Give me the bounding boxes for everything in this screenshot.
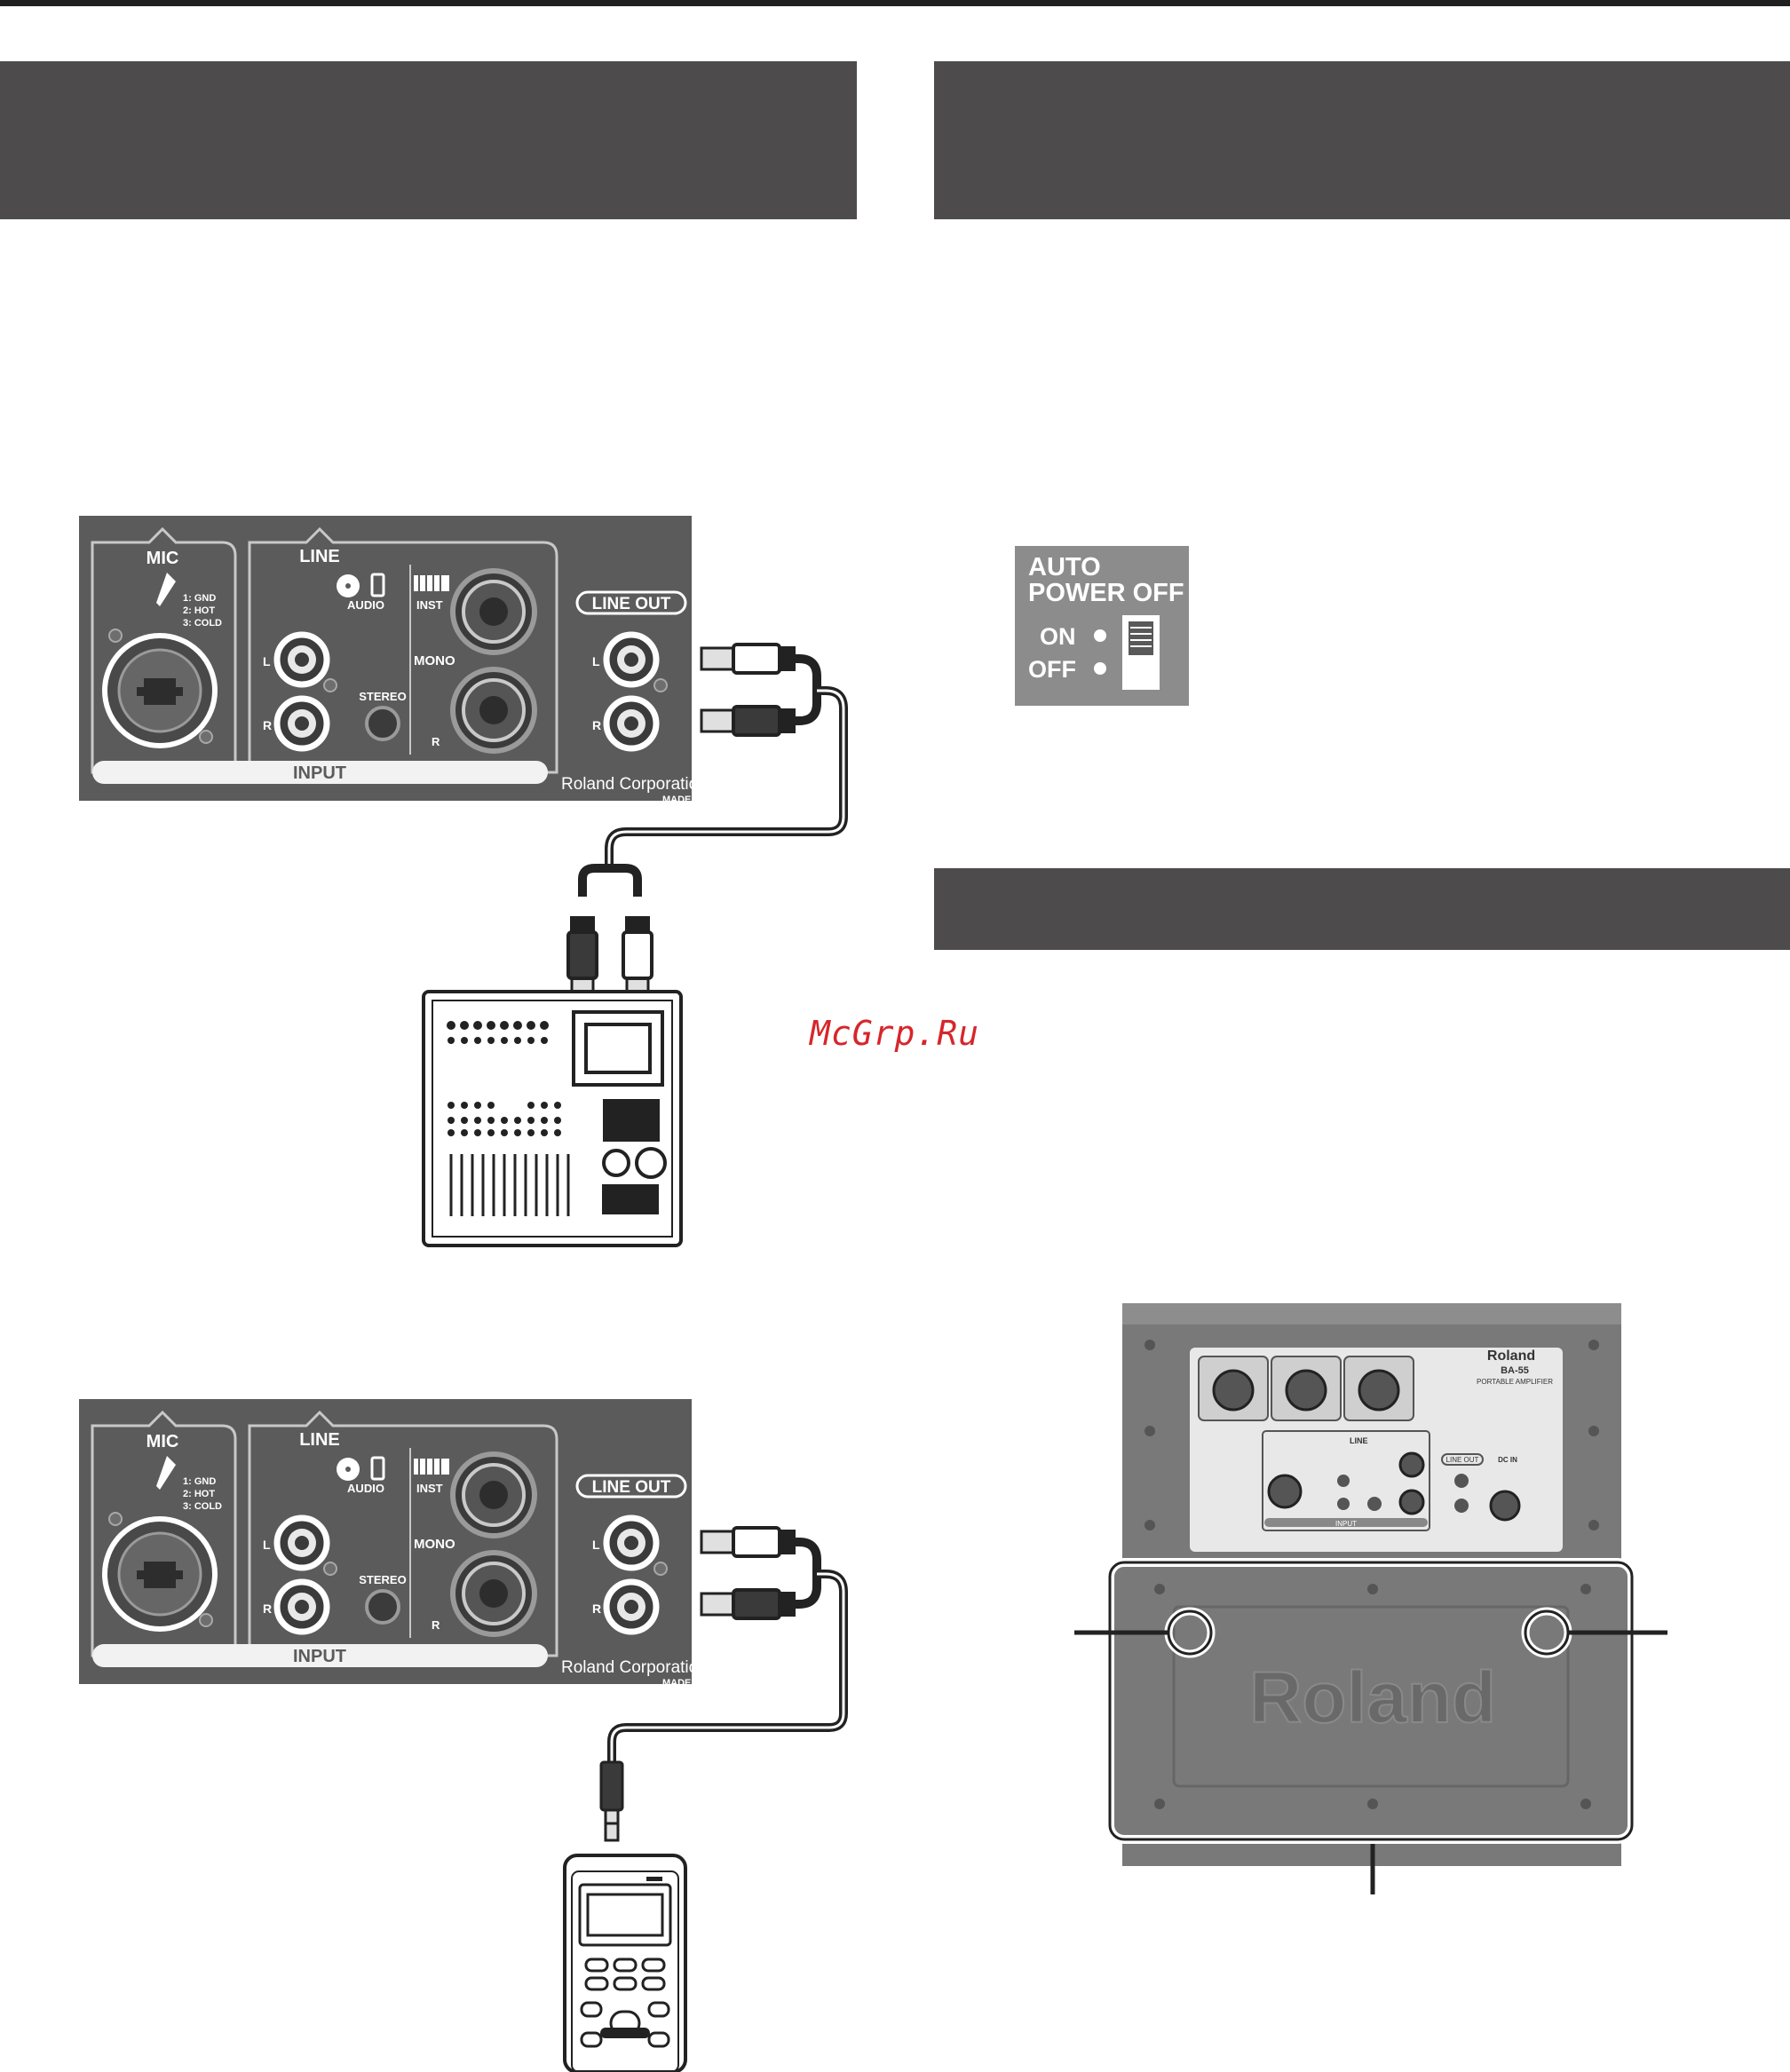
- mic-section-outline: [91, 526, 237, 774]
- audio-label: AUDIO: [347, 598, 384, 612]
- line-r-jack: [277, 699, 327, 748]
- pin2-label: 2: HOT: [183, 605, 215, 616]
- input-label: INPUT: [293, 763, 346, 783]
- input-label: INPUT: [293, 1647, 346, 1666]
- audio-label: AUDIO: [347, 1482, 384, 1495]
- keyboard-icon: [414, 575, 449, 591]
- line-label: LINE: [299, 547, 340, 566]
- rear-input-label: INPUT: [1335, 1520, 1357, 1528]
- l-label: L: [263, 654, 271, 668]
- pin1-label: 1: GND: [183, 1476, 216, 1487]
- line-label: LINE: [299, 1430, 340, 1450]
- right-section-header: [934, 61, 1790, 219]
- mono-label: MONO: [414, 1537, 455, 1552]
- line-out-outline: [575, 590, 687, 615]
- out-r-label: R: [592, 1601, 601, 1616]
- amp-input-panel-1: MIC 1: GND 2: HOT 3: COLD LINE AUDIO INS…: [79, 516, 714, 805]
- corp-label: Roland Corporation: [561, 775, 708, 794]
- player-icon: [370, 573, 385, 597]
- pin3-label: 3: COLD: [183, 1501, 222, 1512]
- pin3-label: 3: COLD: [183, 618, 222, 629]
- pin1-label: 1: GND: [183, 593, 216, 604]
- slide-switch-knob: [1129, 621, 1153, 655]
- pin2-label: 2: HOT: [183, 1489, 215, 1499]
- keyboard-icon: [414, 1459, 449, 1475]
- out-r-label: R: [592, 718, 601, 732]
- line-out-label: LINE OUT: [592, 1478, 671, 1497]
- line-section-outline: [248, 526, 558, 774]
- line-out-r-jack: [606, 699, 656, 748]
- r-inst-label: R: [432, 1618, 440, 1632]
- out-l-label: L: [592, 654, 600, 668]
- mic-label: MIC: [147, 549, 179, 568]
- auto-power-off-switch-panel: AUTO POWER OFF ON OFF: [1015, 546, 1189, 706]
- mono-label: MONO: [414, 653, 455, 668]
- corp-label: Roland Corporation: [561, 1658, 708, 1677]
- rca-cable-1: [566, 643, 848, 1012]
- power-off-label: POWER OFF: [1028, 579, 1184, 607]
- r-label: R: [263, 718, 272, 732]
- xlr-combo-jack: [102, 1516, 218, 1632]
- inst-jack: [453, 571, 535, 652]
- rear-brand: Roland: [1487, 1348, 1535, 1364]
- inst-label: INST: [416, 1482, 443, 1495]
- stereo-label: STEREO: [359, 1573, 406, 1586]
- rear-line-label: LINE: [1350, 1436, 1368, 1445]
- player-icon: [370, 1456, 385, 1481]
- xlr-combo-jack: [102, 633, 218, 748]
- r-inst-label: R: [432, 735, 440, 748]
- rear-dc-in-label: DC IN: [1498, 1456, 1517, 1464]
- line-out-l-jack: [606, 635, 656, 684]
- left-section-header: [0, 61, 857, 219]
- mic-icon: [156, 573, 176, 606]
- made-in-label: MADE IN C: [662, 795, 714, 805]
- mic-label: MIC: [147, 1432, 179, 1451]
- amplifier-rear-view: Roland BA-55 PORTABLE AMPLIFIER INPUT LI…: [1074, 1303, 1667, 1894]
- rear-model: BA-55: [1501, 1365, 1529, 1376]
- amp-input-panel-2: MIC 1: GND 2: HOT 3: COLD LINE AUDIO INS…: [79, 1399, 714, 1688]
- rear-line-out-label: LINE OUT: [1446, 1456, 1479, 1464]
- line-l-jack: [277, 635, 327, 684]
- top-rule: [0, 0, 1790, 6]
- right-subsection-header: [934, 868, 1790, 950]
- portable-recorder: [563, 1854, 687, 2072]
- input-bar: [92, 761, 548, 784]
- auto-label: AUTO: [1028, 553, 1101, 581]
- off-indicator-dot: [1094, 662, 1106, 675]
- on-indicator-dot: [1094, 629, 1106, 642]
- on-label: ON: [1040, 623, 1076, 650]
- line-out-label: LINE OUT: [592, 595, 671, 613]
- cover-logo: Roland: [1249, 1657, 1496, 1738]
- mono-jack: [453, 669, 535, 751]
- inst-label: INST: [416, 598, 443, 612]
- l-label: L: [263, 1538, 271, 1552]
- off-label: OFF: [1028, 656, 1076, 683]
- r-label: R: [263, 1601, 272, 1616]
- stereo-jack: [365, 706, 400, 741]
- watermark: McGrp.Ru: [810, 1014, 980, 1053]
- mic-icon: [156, 1456, 176, 1490]
- digital-recorder-mixer: [422, 990, 683, 1247]
- out-l-label: L: [592, 1538, 600, 1552]
- stereo-label: STEREO: [359, 690, 406, 703]
- mini-plug-cable: [599, 1526, 848, 1842]
- rear-subtitle: PORTABLE AMPLIFIER: [1477, 1378, 1553, 1386]
- made-in-label: MADE IN C: [662, 1678, 714, 1688]
